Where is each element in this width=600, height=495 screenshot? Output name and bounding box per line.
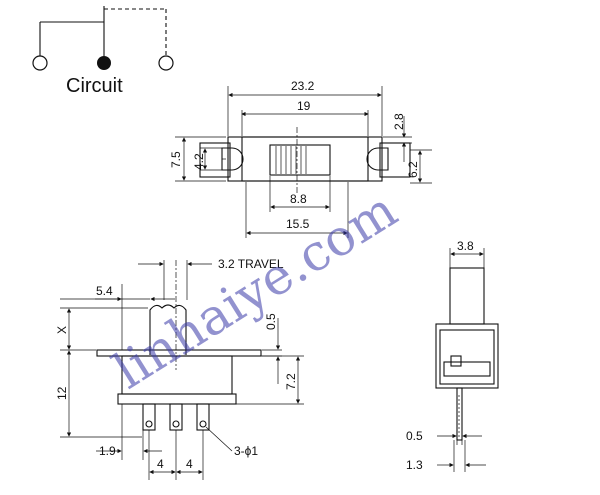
circuit-terminal-left — [32, 55, 48, 71]
dim-pin-thickness: 0.5 — [406, 429, 423, 443]
dim-pin-width: 1.3 — [406, 458, 423, 472]
dim-overall-width: 23.2 — [291, 79, 315, 93]
front-view: 3.2 TRAVEL 5.4 X 12 0.5 7.2 1.9 — [55, 257, 304, 480]
dim-hole-pitch-left: 4.2 — [192, 153, 206, 170]
dim-side-actuator-width: 3.8 — [457, 239, 474, 253]
dim-body-height: 12 — [55, 386, 69, 400]
dim-height: 7.5 — [169, 151, 183, 168]
dim-pin-height: 7.2 — [284, 373, 298, 390]
dim-hole-spec: 3-ϕ1 — [234, 444, 258, 458]
dim-actuator-offset: 5.4 — [96, 284, 113, 298]
dim-slot-width: 2.8 — [392, 113, 406, 130]
dim-pin-edge: 1.9 — [99, 444, 116, 458]
dim-x-label: X — [55, 326, 69, 334]
circuit-symbol: Circuit — [32, 6, 174, 97]
dim-inner-width: 19 — [297, 99, 311, 113]
dim-hole-pitch-right: 6.2 — [406, 161, 420, 178]
pin-group — [142, 403, 210, 431]
side-view: 3.8 0.5 1.3 — [406, 239, 499, 472]
dim-pin-pitch-1: 4 — [157, 457, 164, 471]
top-view: 23.2 19 2.8 7.5 4.2 6.2 8.8 — [169, 79, 432, 238]
dim-travel: 3.2 TRAVEL — [218, 257, 284, 271]
dim-actuator-span: 15.5 — [286, 217, 310, 231]
circuit-terminal-common — [97, 56, 111, 70]
circuit-terminal-right — [158, 55, 174, 71]
dim-actuator-width: 8.8 — [290, 192, 307, 206]
dim-pin-pitch-2: 4 — [186, 457, 193, 471]
watermark: linhaiye.com — [104, 181, 407, 401]
dim-mount-offset: 0.5 — [264, 313, 278, 330]
circuit-title: Circuit — [66, 75, 123, 97]
